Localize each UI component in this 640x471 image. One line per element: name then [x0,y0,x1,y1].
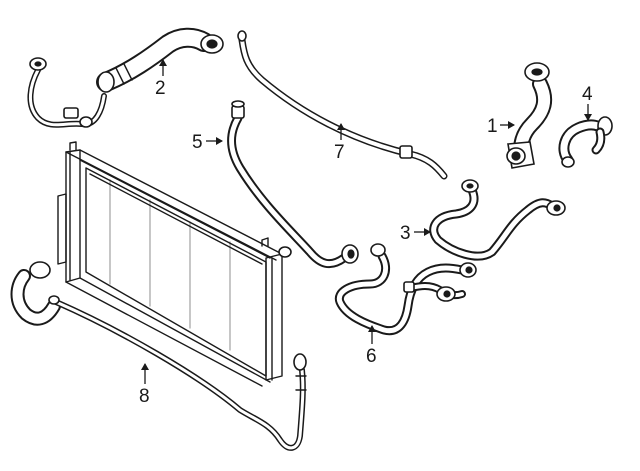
callout-6: 6 [366,325,377,367]
callout-8: 8 [139,363,150,407]
svg-text:5: 5 [192,132,203,153]
hose-2 [27,27,224,128]
hose-7 [237,30,448,180]
hose-3 [429,179,566,261]
svg-text:8: 8 [139,386,150,407]
svg-text:2: 2 [155,78,166,99]
callout-4: 4 [582,84,593,121]
hose-5 [227,100,359,269]
callout-2: 2 [155,59,167,99]
callout-5: 5 [192,132,223,153]
svg-text:7: 7 [334,142,345,163]
svg-text:1: 1 [487,116,498,137]
hose-4 [558,116,613,168]
radiator [57,141,292,387]
hose-8 [10,261,307,451]
hose-6 [334,243,477,336]
svg-text:6: 6 [366,346,377,367]
hose-1 [506,62,553,169]
callout-3: 3 [400,223,431,244]
svg-text:4: 4 [582,84,593,105]
callout-1: 1 [487,116,515,137]
callout-7: 7 [334,123,345,163]
svg-text:3: 3 [400,223,411,244]
